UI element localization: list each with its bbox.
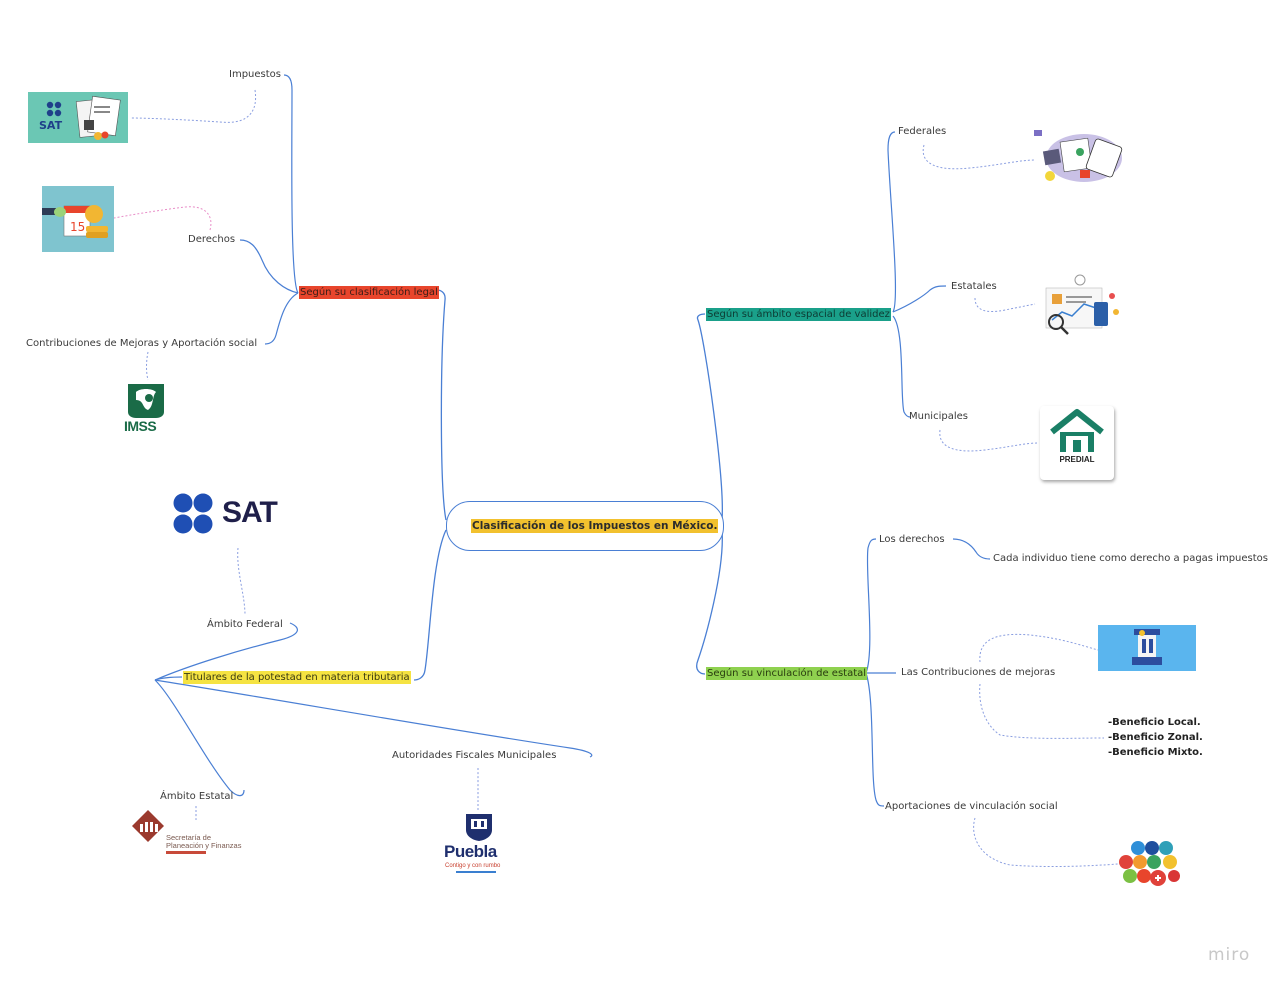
puebla-text: Puebla — [444, 842, 497, 861]
branch-vinculacion[interactable]: Según su vinculación de estatal — [706, 667, 868, 680]
calendar-day: 15 — [70, 220, 86, 234]
connector-central-vinculacion — [696, 529, 723, 675]
node-ambito-federal[interactable]: Ámbito Federal — [207, 619, 283, 630]
sat-card-art — [46, 95, 121, 140]
node-derechos-note[interactable]: Cada individuo tiene como derecho a paga… — [993, 553, 1268, 564]
predial-text: PREDIAL — [1059, 455, 1095, 464]
connector-vinc-aportaciones — [865, 672, 885, 807]
dotted-contribuciones-img — [979, 633, 1099, 663]
spf-text-1: Secretaría de — [166, 833, 212, 842]
dotted-contribuciones-imss — [146, 351, 149, 381]
node-los-derechos[interactable]: Los derechos — [879, 534, 945, 545]
node-federales[interactable]: Federales — [898, 126, 947, 137]
imss-logo-text: IMSS — [124, 418, 157, 434]
sat-card-image[interactable]: SAT — [28, 92, 128, 143]
node-impuestos[interactable]: Impuestos — [229, 69, 281, 80]
estatales-image[interactable] — [1036, 274, 1122, 338]
connector-titulares-municipales — [154, 679, 593, 758]
node-municipales[interactable]: Municipales — [909, 411, 968, 422]
branch-titulares[interactable]: Titulares de la potestad en materia trib… — [183, 671, 411, 684]
dotted-contribuciones-beneficios — [979, 683, 1105, 739]
spf-logo[interactable]: Secretaría de Planeación y Finanzas — [130, 808, 260, 858]
dotted-federales-img — [922, 144, 1036, 170]
connector-ambito-municipales — [892, 315, 911, 418]
node-contribuciones-aportacion[interactable]: Contribuciones de Mejoras y Aportación s… — [26, 338, 258, 349]
dotted-municipales-img — [939, 429, 1039, 452]
beneficio-item: -Beneficio Local. — [1108, 717, 1201, 728]
imss-logo[interactable]: IMSS — [122, 380, 170, 436]
sat-logo-dots — [173, 493, 213, 534]
federales-art — [1034, 130, 1123, 182]
spf-text-2: Planeación y Finanzas — [166, 841, 242, 850]
node-derechos[interactable]: Derechos — [188, 234, 236, 245]
branch-legal[interactable]: Según su clasificación legal — [299, 286, 439, 299]
connector-ambito-estatales — [892, 285, 947, 313]
spf-logo-mark — [132, 810, 164, 842]
beneficio-item: -Beneficio Zonal. — [1108, 732, 1203, 743]
puebla-underline — [456, 871, 496, 873]
connector-derechos-note — [952, 538, 991, 560]
estatales-art — [1045, 274, 1119, 335]
central-node[interactable]: Clasificación de los Impuestos en México… — [446, 501, 724, 551]
connector-legal-impuestos — [283, 74, 299, 294]
calendar-money-image[interactable]: 15 — [42, 186, 114, 252]
dotted-estatales-img — [974, 297, 1036, 312]
puebla-logo[interactable]: Puebla Contigo y con rumbo — [440, 812, 520, 880]
node-autoridades-municipales[interactable]: Autoridades Fiscales Municipales — [392, 750, 557, 761]
sat-card-text: SAT — [39, 119, 63, 132]
beneficio-item: -Beneficio Mixto. — [1108, 747, 1203, 758]
connector-titulares-estatal — [154, 679, 245, 797]
branch-ambito[interactable]: Según su ámbito espacial de validez — [706, 308, 891, 321]
imss-logo-art — [128, 384, 164, 418]
spf-underline — [166, 851, 206, 854]
node-aportaciones[interactable]: Aportaciones de vinculación social — [885, 801, 1058, 812]
sat-logo-text: SAT — [222, 496, 278, 529]
connector-vinc-derechos — [865, 538, 877, 674]
connector-central-titulares — [413, 529, 447, 681]
dotted-derechos-calendar — [113, 206, 212, 231]
dotted-impuestos-sat — [129, 89, 257, 123]
node-contribuciones-mejoras[interactable]: Las Contribuciones de mejoras — [901, 667, 1056, 678]
central-node-label: Clasificación de los Impuestos en México… — [471, 519, 719, 533]
dotted-aportaciones-img — [973, 817, 1119, 868]
connector-central-ambito — [696, 313, 723, 521]
connector-central-legal — [436, 289, 447, 521]
predial-house-icon — [1050, 409, 1104, 452]
puebla-subtext: Contigo y con rumbo — [445, 863, 501, 869]
contribuciones-art — [1132, 629, 1162, 665]
predial-card[interactable]: PREDIAL — [1040, 406, 1114, 480]
contribuciones-image[interactable] — [1098, 625, 1196, 671]
connector-titulares-federal — [154, 622, 298, 681]
social-icons-art — [1119, 841, 1180, 886]
connector-ambito-federales — [887, 131, 897, 313]
node-ambito-estatal[interactable]: Ámbito Estatal — [160, 791, 234, 802]
connector-legal-contribuciones — [264, 292, 299, 345]
connector-legal-derechos — [239, 239, 299, 294]
calendar-money-art — [42, 205, 108, 238]
sat-logo[interactable]: SAT — [172, 492, 302, 540]
federales-image[interactable] — [1032, 130, 1124, 186]
node-estatales[interactable]: Estatales — [951, 281, 997, 292]
miro-watermark: miro — [1208, 945, 1251, 965]
connector-titulares-hub — [154, 676, 183, 681]
puebla-shield-icon — [466, 814, 492, 841]
dotted-sat-federal — [237, 547, 246, 616]
social-icons-cluster[interactable] — [1116, 838, 1182, 892]
